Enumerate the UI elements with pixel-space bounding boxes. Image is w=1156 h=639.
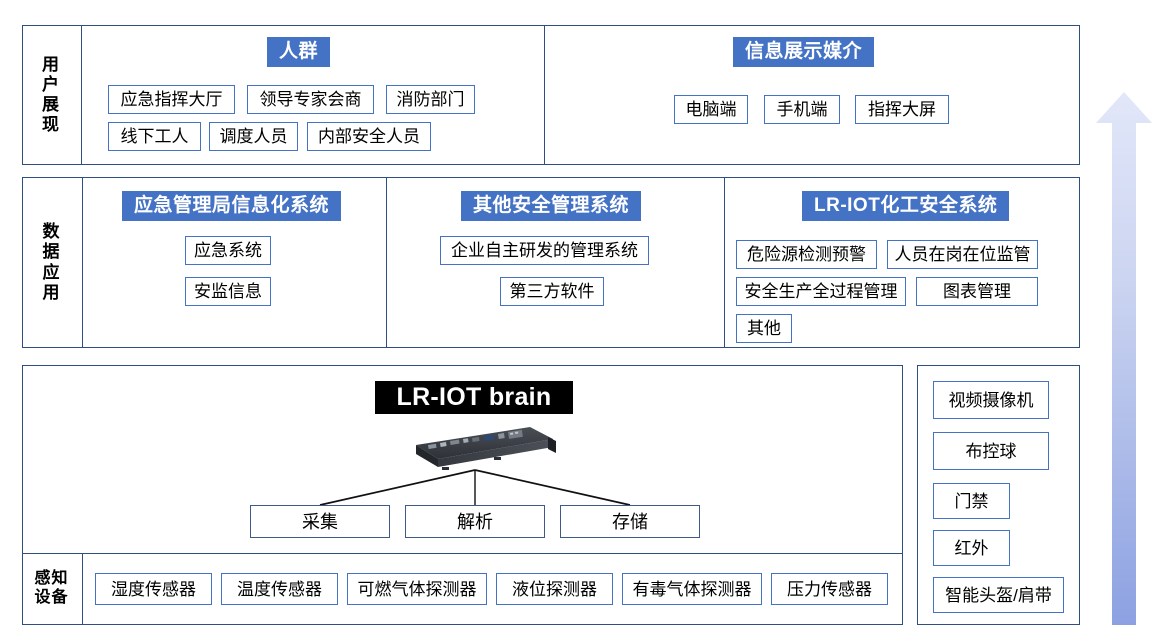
rack-server-icon <box>398 425 558 473</box>
chip-infrared[interactable]: 红外 <box>933 530 1010 566</box>
chip-deployment-ball[interactable]: 布控球 <box>933 432 1049 470</box>
chip-liquid-level-detector[interactable]: 液位探测器 <box>496 573 613 605</box>
chip-offline-workers[interactable]: 线下工人 <box>108 122 201 151</box>
chip-pc-terminal[interactable]: 电脑端 <box>674 95 748 124</box>
row-label-char: 用 <box>42 282 61 302</box>
chip-chart-management[interactable]: 图表管理 <box>916 277 1038 306</box>
chip-enterprise-self-developed-system[interactable]: 企业自主研发的管理系统 <box>440 236 649 265</box>
chip-pressure-sensor[interactable]: 压力传感器 <box>771 573 888 605</box>
row-label-data-application: 数 据 应 用 <box>22 177 81 348</box>
chip-other[interactable]: 其他 <box>736 314 792 343</box>
chip-mobile-terminal[interactable]: 手机端 <box>764 95 840 124</box>
row-label-char: 用 <box>42 54 60 74</box>
chip-command-big-screen[interactable]: 指挥大屏 <box>855 95 949 124</box>
chip-toxic-gas-detector[interactable]: 有毒气体探测器 <box>622 573 762 605</box>
perception-label-line: 感知 <box>34 569 69 587</box>
row2-group-divider-2 <box>724 178 725 347</box>
chip-humidity-sensor[interactable]: 湿度传感器 <box>95 573 212 605</box>
row-label-char: 户 <box>42 74 60 94</box>
row1-group-divider <box>544 26 545 164</box>
perception-label: 感知 设备 <box>22 552 81 625</box>
brain-function-collect[interactable]: 采集 <box>250 505 390 538</box>
chip-combustible-gas-detector[interactable]: 可燃气体探测器 <box>347 573 487 605</box>
chip-safety-production-process-mgmt[interactable]: 安全生产全过程管理 <box>736 277 906 306</box>
chip-temperature-sensor[interactable]: 温度传感器 <box>221 573 338 605</box>
row2-group-divider-1 <box>386 178 387 347</box>
row1-label-divider <box>81 26 82 164</box>
row-label-char: 应 <box>42 262 61 282</box>
perception-label-divider <box>82 553 83 624</box>
chip-personnel-on-duty-monitoring[interactable]: 人员在岗在位监管 <box>887 240 1038 269</box>
group-heading-lr-iot-chem: LR-IOT化工安全系统 <box>802 191 1010 221</box>
chip-dispatch-staff[interactable]: 调度人员 <box>209 122 298 151</box>
row-label-char: 展 <box>42 95 60 114</box>
group-heading-crowd: 人群 <box>267 37 331 67</box>
row-label-user-presentation: 用 户 展 现 <box>22 25 80 165</box>
chip-emergency-command-hall[interactable]: 应急指挥大厅 <box>108 85 235 114</box>
chip-leader-expert-consultation[interactable]: 领导专家会商 <box>247 85 374 114</box>
chip-third-party-software[interactable]: 第三方软件 <box>500 277 604 306</box>
upward-flow-arrow <box>1096 92 1152 625</box>
perception-row-divider <box>23 553 902 554</box>
chip-access-control[interactable]: 门禁 <box>933 483 1010 519</box>
chip-hazard-detection-warning[interactable]: 危险源检测预警 <box>736 240 877 269</box>
chip-smart-helmet-strap[interactable]: 智能头盔/肩带 <box>933 577 1064 613</box>
chip-fire-department[interactable]: 消防部门 <box>386 85 475 114</box>
chip-internal-safety-staff[interactable]: 内部安全人员 <box>307 122 431 151</box>
row2-label-divider <box>82 178 83 347</box>
row-label-char: 数 <box>42 222 61 242</box>
brain-title-band: LR-IOT brain <box>375 381 573 414</box>
group-heading-emergency-bureau: 应急管理局信息化系统 <box>122 191 342 221</box>
row-label-char: 现 <box>42 115 60 135</box>
perception-label-line: 设备 <box>34 588 69 606</box>
brain-function-store[interactable]: 存储 <box>560 505 700 538</box>
chip-safety-supervision-info[interactable]: 安监信息 <box>185 277 271 306</box>
chip-emergency-system[interactable]: 应急系统 <box>185 236 271 265</box>
brain-function-parse[interactable]: 解析 <box>405 505 545 538</box>
row-label-char: 据 <box>42 242 61 262</box>
group-heading-display-media: 信息展示媒介 <box>733 37 875 67</box>
chip-video-camera[interactable]: 视频摄像机 <box>933 381 1049 419</box>
group-heading-other-safety: 其他安全管理系统 <box>461 191 642 221</box>
